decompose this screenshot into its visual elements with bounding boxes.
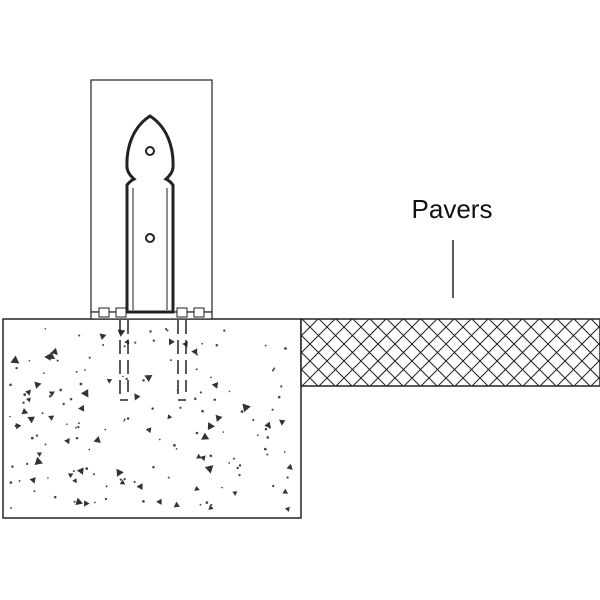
bracket-hole-upper	[145, 146, 155, 156]
concrete-aggregate-texture	[9, 328, 293, 512]
anchor-bolts	[119, 320, 187, 401]
paver-crosshatch	[301, 319, 600, 386]
concrete-footing	[2, 318, 302, 519]
bracket-hole-lower	[145, 233, 155, 243]
pavers-label: Pavers	[412, 194, 493, 224]
pavers	[300, 318, 600, 387]
bracket-inner-edge	[132, 188, 168, 310]
post-base-bracket	[125, 114, 175, 314]
